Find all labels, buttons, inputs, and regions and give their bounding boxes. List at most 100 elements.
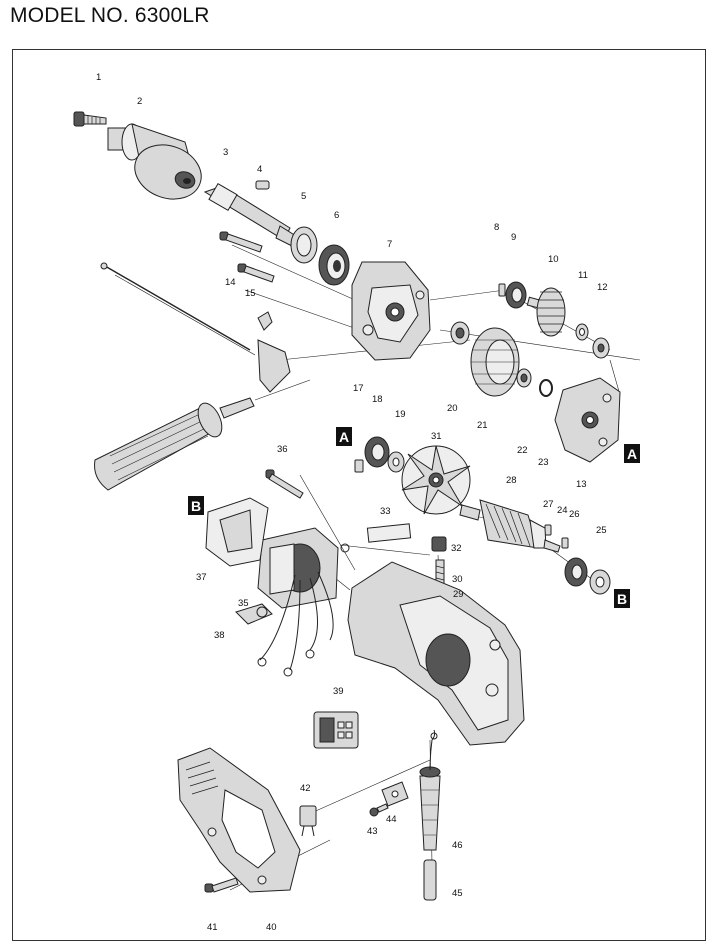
callout-numbers: 1 2 3 4 5 6 7 8 9 10 11 12 13 14 15 17 1…: [96, 72, 608, 933]
part-32-cap: [431, 536, 447, 552]
callout-38: 38: [214, 630, 225, 641]
callout-24: 24: [557, 505, 568, 516]
ref-box-b-right: B: [614, 589, 630, 608]
part-7-gear-housing: [351, 261, 431, 361]
callout-41: 41: [207, 922, 218, 933]
part-6-bearing: [318, 244, 350, 286]
part-45-cord: [423, 859, 437, 901]
model-title: MODEL NO. 6300LR: [10, 4, 210, 27]
part-20-sleeve: [450, 321, 470, 345]
part-31-fan: [401, 445, 471, 515]
callout-45: 45: [452, 888, 463, 899]
part-17-key: [354, 459, 364, 473]
part-9-bearing: [505, 281, 527, 309]
part-26-bearing: [564, 557, 588, 587]
callout-1: 1: [96, 72, 101, 83]
callout-31: 31: [431, 431, 442, 442]
callout-15: 15: [245, 288, 256, 299]
part-43-screw: [369, 803, 389, 817]
callout-6: 6: [334, 210, 339, 221]
callout-21: 21: [477, 420, 488, 431]
svg-text:B: B: [191, 498, 201, 514]
svg-text:A: A: [339, 429, 349, 445]
callout-20: 20: [447, 403, 458, 414]
part-19-washer: [387, 451, 405, 473]
part-11-washer: [575, 323, 589, 341]
part-1-screw: [73, 111, 107, 127]
part-40-handle: [177, 747, 301, 893]
callout-9: 9: [511, 232, 516, 243]
part-14-screw: [219, 231, 263, 253]
part-13-bearing-box: [554, 377, 621, 463]
diagram-frame: [12, 49, 706, 941]
part-33-label-plate: [366, 523, 412, 543]
ref-box-a-left: A: [336, 427, 352, 446]
callout-23: 23: [538, 457, 549, 468]
callout-13: 13: [576, 479, 587, 490]
callout-5: 5: [301, 191, 306, 202]
callout-3: 3: [223, 147, 228, 158]
callout-7: 7: [387, 239, 392, 250]
callout-37: 37: [196, 572, 207, 583]
part-12-sleeve: [592, 337, 610, 359]
callout-44: 44: [386, 814, 397, 825]
part-22-sleeve: [516, 368, 532, 388]
svg-text:A: A: [627, 446, 637, 462]
callout-18: 18: [372, 394, 383, 405]
callout-43: 43: [367, 826, 378, 837]
callout-36: 36: [277, 444, 288, 455]
part-44-cord-clamp: [381, 781, 409, 807]
part-46-cord-guard: [419, 766, 441, 851]
part-18-bearing: [364, 436, 390, 468]
callout-19: 19: [395, 409, 406, 420]
callout-17: 17: [353, 383, 364, 394]
callout-27: 27: [543, 499, 554, 510]
callout-32: 32: [451, 543, 462, 554]
part-42-capacitor: [299, 805, 317, 837]
callout-25: 25: [596, 525, 607, 536]
part-10-pinion-gear: [526, 287, 566, 337]
callout-2: 2: [137, 96, 142, 107]
callout-28: 28: [506, 475, 517, 486]
part-24-key: [561, 537, 569, 549]
callout-33: 33: [380, 506, 391, 517]
callout-46: 46: [452, 840, 463, 851]
callout-8: 8: [494, 222, 499, 233]
callout-11: 11: [578, 270, 588, 281]
part-37-baffle-plate: [205, 497, 269, 567]
callout-40: 40: [266, 922, 277, 933]
callout-4: 4: [257, 164, 262, 175]
part-36-screw: [265, 469, 304, 499]
part-5-ring: [290, 226, 318, 264]
callout-30: 30: [452, 574, 463, 585]
part-23-retaining-ring: [539, 379, 553, 397]
callout-42: 42: [300, 783, 311, 794]
callout-22: 22: [517, 445, 528, 456]
part-8-key: [498, 283, 506, 297]
callout-26: 26: [569, 509, 580, 520]
motor-housing: [347, 561, 525, 746]
part-25-washer: [589, 569, 611, 595]
part-21-spur-gear: [470, 327, 520, 397]
part-35-field: [257, 527, 350, 677]
part-27-key: [544, 524, 552, 536]
part-4-key: [255, 180, 270, 190]
part-38-clip: [235, 603, 273, 625]
callout-12: 12: [597, 282, 608, 293]
part-2-drill-chuck: [107, 123, 202, 200]
callout-10: 10: [548, 254, 559, 265]
ref-box-a-right: A: [624, 444, 640, 463]
callout-29: 29: [453, 589, 464, 600]
callout-14: 14: [225, 277, 236, 288]
callout-35: 35: [238, 598, 249, 609]
part-28-armature: [459, 499, 561, 553]
part-15-screw: [237, 263, 275, 283]
side-handle-assembly: [94, 262, 291, 491]
callout-39: 39: [333, 686, 344, 697]
part-41-screw: [204, 877, 239, 893]
part-39-switch: [313, 711, 359, 749]
ref-box-b-left: B: [188, 496, 204, 515]
part-3-spindle: [203, 183, 297, 247]
svg-text:B: B: [617, 591, 627, 607]
